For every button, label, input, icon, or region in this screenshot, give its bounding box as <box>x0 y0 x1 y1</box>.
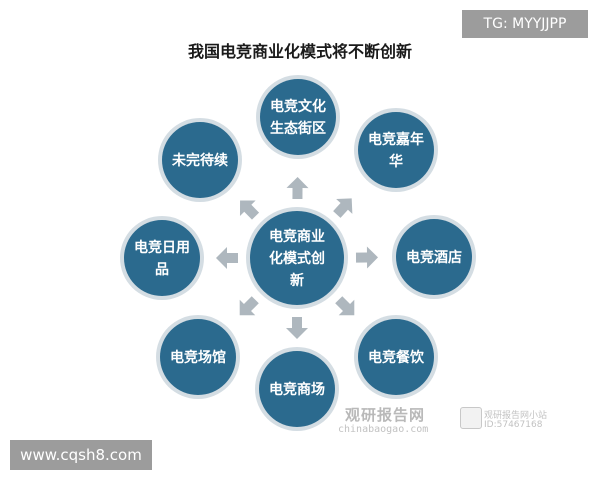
arrow-to-dining <box>335 296 355 316</box>
node-daily-circle <box>124 220 200 296</box>
arrow-to-mall <box>286 317 308 339</box>
watermark-small-1: 观研报告网小站 <box>484 411 548 421</box>
node-dining-circle <box>358 319 434 395</box>
diagram-title: 我国电竞商业化模式将不断创新 <box>187 42 412 61</box>
node-culture-label-line-1: 生态街区 <box>270 120 326 137</box>
center-node-label-line-2: 新 <box>290 272 304 289</box>
node-carnival-circle <box>358 112 434 188</box>
arrow-to-culture <box>286 177 309 200</box>
node-mall-circle <box>259 351 335 427</box>
center-node-circle <box>250 211 344 305</box>
watermark-site: chinabaogao.com <box>338 424 429 435</box>
node-daily-label-line-0: 电竞日用 <box>134 239 190 256</box>
arrow-to-hotel <box>355 246 378 269</box>
node-culture-circle <box>260 79 336 155</box>
report-logo-icon <box>460 407 482 429</box>
node-hotel-circle <box>396 219 472 295</box>
node-venue-circle <box>160 319 236 395</box>
arrow-to-carnival <box>333 198 353 218</box>
node-carnival-label-line-1: 华 <box>389 153 403 170</box>
center-node-label-line-0: 电竞商业 <box>269 228 325 245</box>
center-node-label-line-1: 化模式创 <box>269 250 325 267</box>
watermark-bottom-left: www.cqsh8.com <box>10 440 152 470</box>
watermark-small-2: ID:57467168 <box>484 420 543 430</box>
arrow-to-tbc <box>239 200 260 220</box>
node-tbc-label-line-0: 未完待续 <box>172 152 228 169</box>
node-tbc-circle <box>162 122 238 198</box>
node-mall-label-line-0: 电竞商场 <box>269 381 325 398</box>
watermark-top-right: TG: MYYJJPP <box>462 10 588 38</box>
arrow-to-venue <box>239 296 259 316</box>
watermark-brand: 观研报告网 <box>345 406 426 424</box>
node-culture-label-line-0: 电竞文化 <box>270 98 326 115</box>
node-dining-label-line-0: 电竞餐饮 <box>368 349 425 366</box>
node-carnival-label-line-0: 电竞嘉年 <box>368 131 424 148</box>
arrow-to-daily <box>216 247 238 269</box>
node-hotel-label-line-0: 电竞酒店 <box>406 249 462 266</box>
node-venue-label-line-0: 电竞场馆 <box>170 349 226 366</box>
node-daily-label-line-1: 品 <box>155 262 169 278</box>
